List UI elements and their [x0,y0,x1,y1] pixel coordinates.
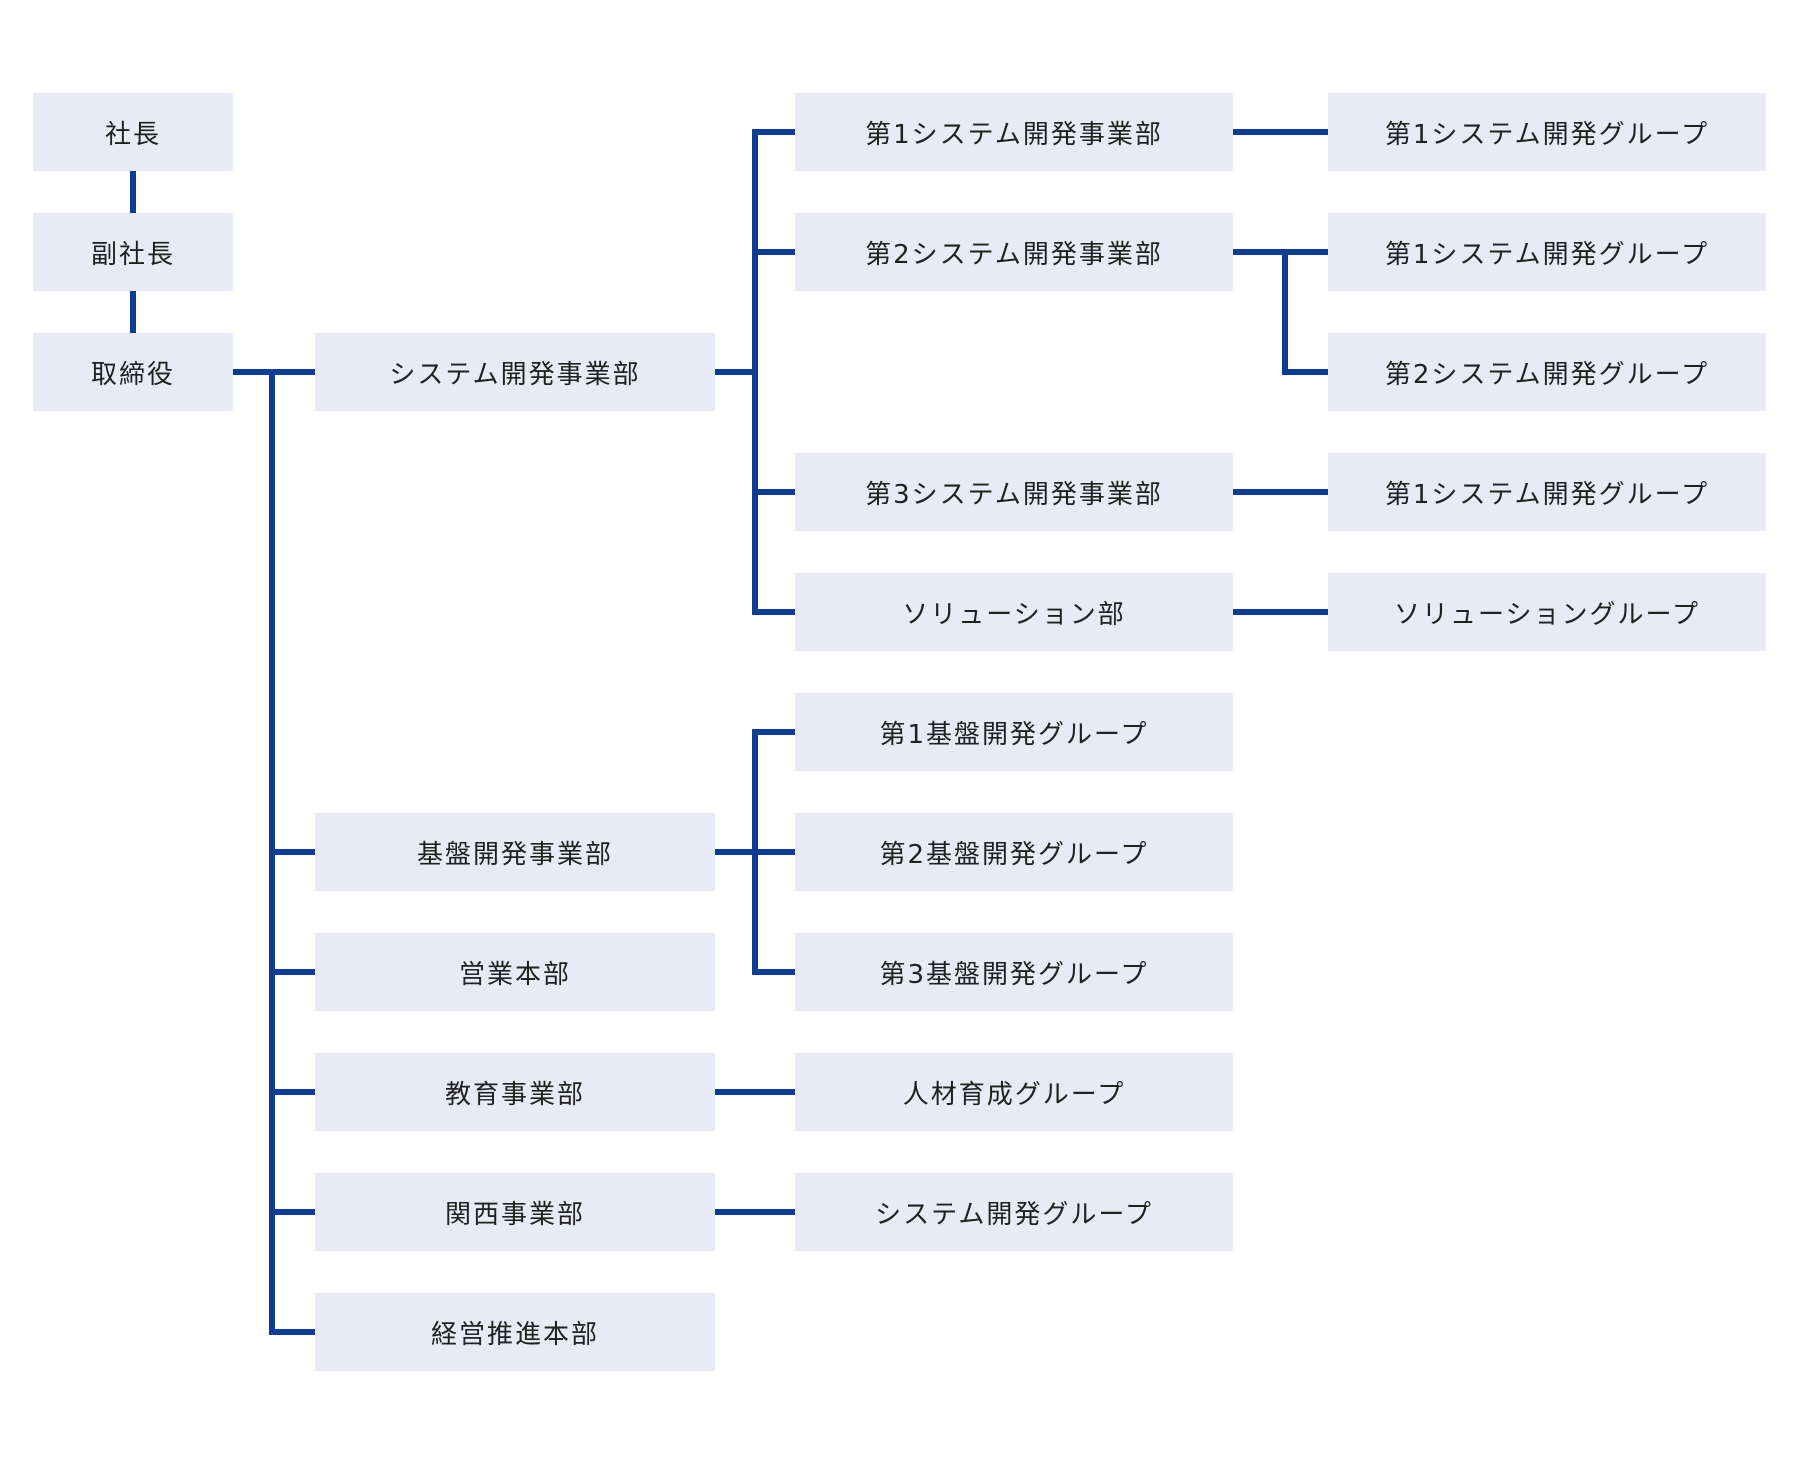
org-node-d2-sys-group-2: 第2システム開発グループ [1328,333,1766,411]
connector-sysdept2-group1 [1233,249,1328,255]
connector-spine-sysdept3 [752,489,795,495]
connector-sysdept3-group [1233,489,1328,495]
org-node-vice-president: 副社長 [33,213,233,291]
org-node-president: 社長 [33,93,233,171]
org-node-mgmt-promo-hq: 経営推進本部 [315,1293,715,1371]
org-node-sys-dev-group: システム開発グループ [795,1173,1233,1251]
org-node-solution-group: ソリューショングループ [1328,573,1766,651]
connector-sysdept2-group2 [1282,369,1328,375]
org-node-d1-sys-group-1: 第1システム開発グループ [1328,93,1766,171]
org-node-infra-dev-div: 基盤開発事業部 [315,813,715,891]
connector-spine-infra3 [752,969,795,975]
connector-sysdev-stub [715,369,758,375]
connector-vp-director [130,291,136,333]
org-node-infra-group-1: 第1基盤開発グループ [795,693,1233,771]
connector-spine-infradev [269,849,315,855]
org-node-infra-group-3: 第3基盤開発グループ [795,933,1233,1011]
connector-spine-sysdept1 [752,129,795,135]
connector-education-hr [715,1089,795,1095]
org-node-infra-group-2: 第2基盤開発グループ [795,813,1233,891]
org-node-sys-dev-div: システム開発事業部 [315,333,715,411]
connector-spine-kansai [269,1209,315,1215]
connector-president-vp [130,171,136,213]
org-node-director: 取締役 [33,333,233,411]
org-node-sys-dev-dept-1: 第1システム開発事業部 [795,93,1233,171]
connector-sysdept2-drop [1282,249,1288,375]
org-node-sys-dev-dept-3: 第3システム開発事業部 [795,453,1233,531]
org-node-d2-sys-group-1: 第1システム開発グループ [1328,213,1766,291]
connector-spine-mgmt [269,1329,315,1335]
org-node-sales-hq: 営業本部 [315,933,715,1011]
connector-spine-solution [752,609,795,615]
connector-spine-education [269,1089,315,1095]
org-node-solution-dept: ソリューション部 [795,573,1233,651]
connector-spine-infra2 [752,849,795,855]
connector-kansai-sysgroup [715,1209,795,1215]
connector-spine-infra1 [752,729,795,735]
connector-solution-group [1233,609,1328,615]
connector-sysdev-spine [752,129,758,615]
connector-spine-sysdept2 [752,249,795,255]
org-node-kansai-div: 関西事業部 [315,1173,715,1251]
org-node-d3-sys-group-1: 第1システム開発グループ [1328,453,1766,531]
connector-sysdept1-group [1233,129,1328,135]
org-node-hr-dev-group: 人材育成グループ [795,1053,1233,1131]
org-node-sys-dev-dept-2: 第2システム開発事業部 [795,213,1233,291]
connector-spine-sales [269,969,315,975]
connector-infradev-stub [715,849,758,855]
org-node-education-div: 教育事業部 [315,1053,715,1131]
